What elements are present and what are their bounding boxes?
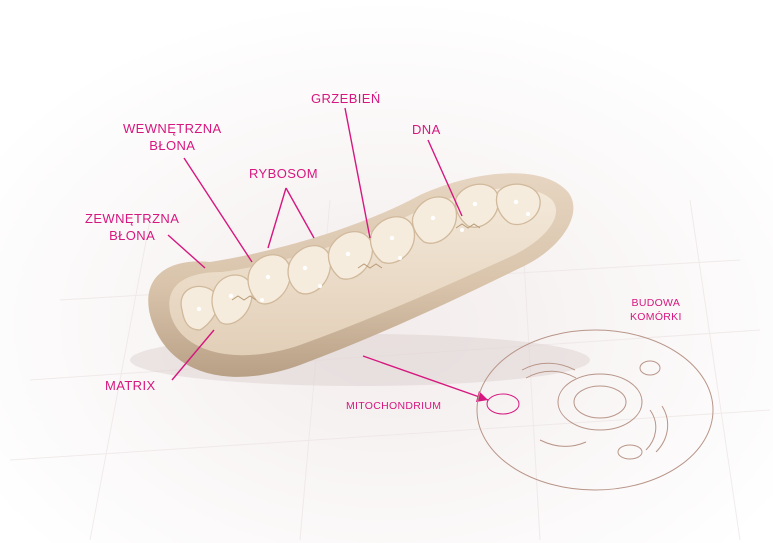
label-zewnetrzna-line1: ZEWNĘTRZNA — [85, 211, 180, 226]
label-budowa-line1: BUDOWA — [631, 297, 681, 309]
dna-strands — [231, 223, 481, 301]
label-matrix: MATRIX — [105, 378, 156, 393]
ribosome-dots — [196, 199, 530, 312]
leader-zewnetrzna — [167, 234, 206, 269]
label-wewnetrzna-blona: WEWNĘTRZNA BŁONA — [123, 120, 222, 154]
leader-matrix — [171, 329, 215, 381]
label-budowa-komorki: BUDOWA KOMÓRKI — [630, 296, 682, 324]
leader-wewnetrzna — [183, 157, 253, 263]
leader-dna — [427, 139, 463, 217]
label-mitochondrium: MITOCHONDRIUM — [346, 400, 442, 412]
cell-nucleus — [557, 373, 643, 431]
label-rybosom: RYBOSOM — [249, 166, 319, 181]
label-wewnetrzna-line1: WEWNĘTRZNA — [123, 121, 222, 136]
leader-rybosom-b — [285, 187, 315, 239]
leader-grzebien — [344, 107, 371, 239]
label-wewnetrzna-line2: BŁONA — [149, 138, 196, 153]
cell-mitochondrion — [486, 393, 520, 415]
label-grzebien: GRZEBIEŃ — [311, 91, 381, 106]
label-zewnetrzna-line2: BŁONA — [109, 228, 156, 243]
label-dna: DNA — [412, 122, 441, 137]
cell-membrane — [476, 329, 714, 491]
label-zewnetrzna-blona: ZEWNĘTRZNA BŁONA — [85, 210, 179, 244]
label-budowa-line2: KOMÓRKI — [630, 311, 682, 323]
cell-sketch — [476, 329, 714, 491]
leader-mitochondrium — [362, 355, 489, 401]
leader-rybosom-a — [267, 187, 287, 249]
